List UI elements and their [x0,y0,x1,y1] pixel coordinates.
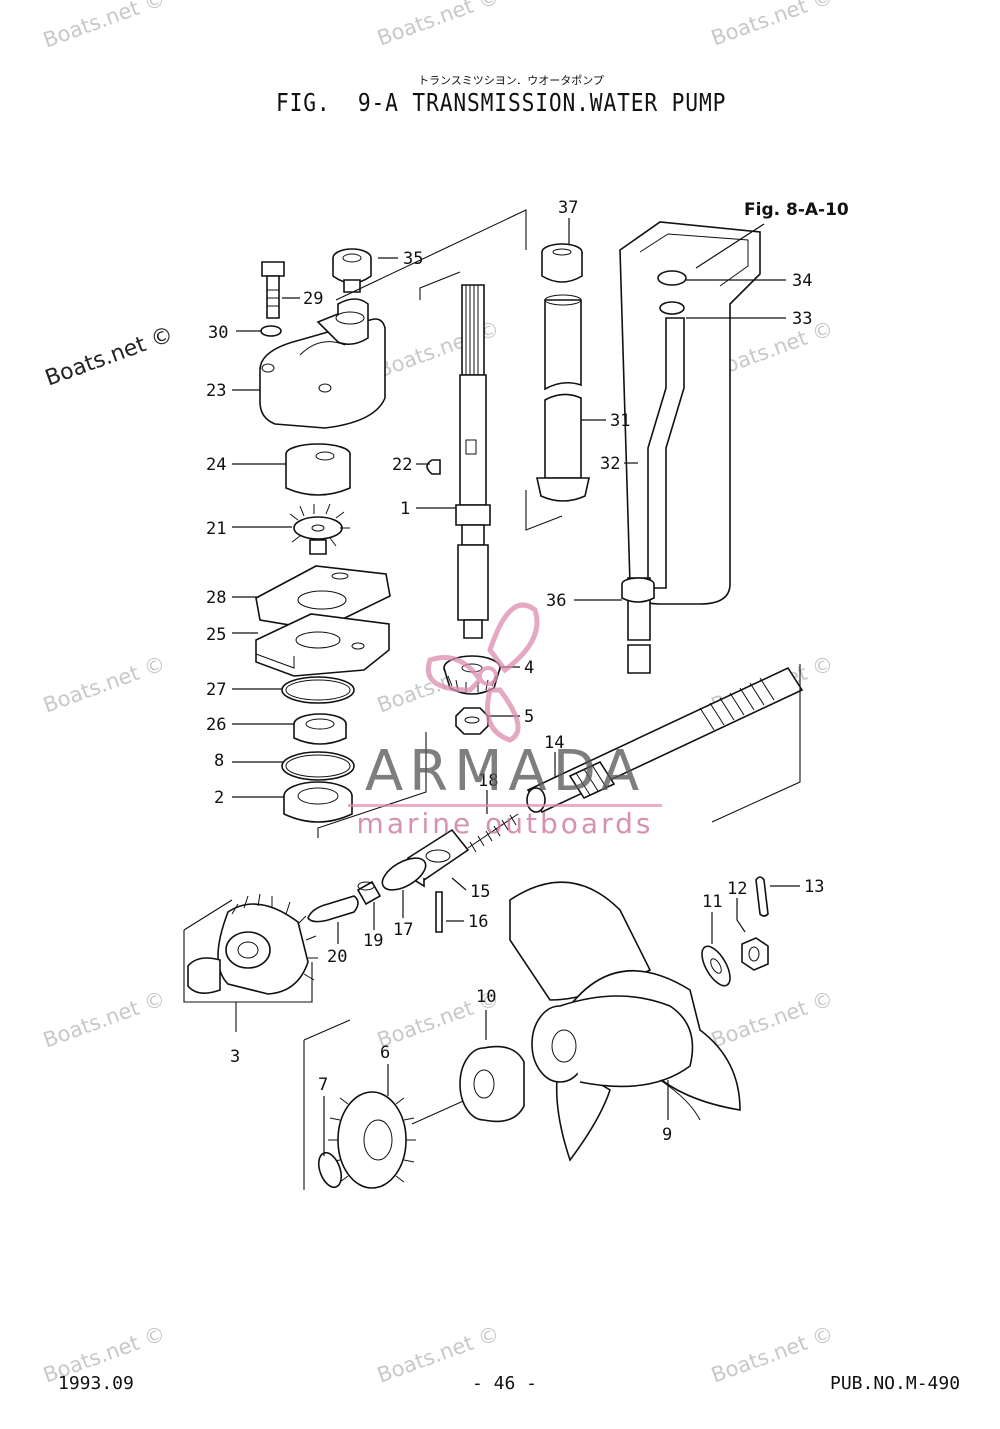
callout-19: 19 [363,931,383,951]
callout-17: 17 [393,920,413,940]
assembly-line [411,1097,471,1125]
callout-10: 10 [476,987,496,1007]
assembly-bracket [335,209,527,301]
callout-21: 21 [206,519,226,539]
callout-23: 23 [206,381,226,401]
callout-28: 28 [206,588,226,608]
assembly-bracket [303,1019,351,1190]
brand-name: ARMADA [364,739,646,804]
brand-divider [348,804,662,807]
part-housing [619,221,761,605]
part-washer [260,325,282,337]
part-pin [435,891,443,933]
callout-33: 33 [792,309,812,329]
part-cam [356,880,382,906]
callout-4: 4 [524,658,534,678]
part-drive-shaft [455,284,491,639]
part-thrust-holder [459,1045,525,1123]
publication-number: PUB.NO.M-490 [830,1373,961,1394]
callout-14: 14 [544,733,564,753]
callout-6: 6 [380,1043,390,1063]
callout-5: 5 [524,707,534,727]
callout-36: 36 [546,591,566,611]
part-plunger [307,895,359,923]
part-seal [657,270,687,286]
callout-7: 7 [318,1075,328,1095]
part-pump-case [259,298,386,429]
callout-35: 35 [403,249,423,269]
callout-2: 2 [214,788,224,808]
part-water-tube [536,294,590,502]
part-prop-nut [741,937,769,971]
part-washer-2 [701,945,731,987]
part-bolt [261,261,285,319]
part-bearing [283,781,353,823]
part-grommet [332,248,372,293]
callout-29: 29 [303,289,323,309]
callout-3: 3 [230,1047,240,1067]
part-cotter-pin [755,876,769,917]
assembly-bracket [317,732,427,838]
callout-11: 11 [702,892,722,912]
callout-9: 9 [662,1125,672,1145]
page-title: FIG. 9-A TRANSMISSION.WATER PUMP [276,88,727,117]
callout-16: 16 [468,912,488,932]
part-impeller [289,503,350,555]
assembly-bracket [183,899,313,1032]
title-japanese: トランスミツシヨン．ウオータポンプ [418,74,604,87]
part-forward-gear [187,893,318,995]
part-o-ring [281,676,355,704]
assembly-bracket [711,664,801,823]
callout-32: 32 [600,454,620,474]
callout-25: 25 [206,625,226,645]
part-grommet-pipe [621,577,655,603]
figure-reference: Fig. 8-A-10 [744,200,849,220]
callout-24: 24 [206,455,226,475]
leader-lines [232,218,800,1156]
part-insert [285,443,351,496]
callout-30: 30 [208,323,228,343]
page-number: - 46 - [472,1373,538,1394]
callout-20: 20 [327,947,347,967]
footer-date: 1993.09 [58,1373,134,1394]
part-grommet-top [541,243,583,283]
callout-26: 26 [206,715,226,735]
part-o-ring-2 [281,751,355,781]
callout-27: 27 [206,680,226,700]
callout-22: 22 [392,455,412,475]
assembly-bracket [419,271,461,300]
part-spring [467,813,519,853]
part-nut [455,707,489,735]
part-key [426,459,441,475]
assembly-bracket [525,490,563,531]
brand-logo-icon [426,602,540,743]
part-seal-2 [659,301,685,315]
callout-12: 12 [727,879,747,899]
brand-watermark: ARMADA marine outboards [340,742,670,839]
callout-37: 37 [558,198,578,218]
callout-1: 1 [400,499,410,519]
part-spring-ring [381,857,427,891]
part-gasket [255,565,391,631]
callout-34: 34 [792,271,812,291]
callout-13: 13 [804,877,824,897]
part-propeller [509,881,741,1162]
callout-8: 8 [214,751,224,771]
callout-18: 18 [478,771,498,791]
brand-tagline: marine outboards [356,807,654,840]
part-reverse-gear [328,1091,416,1189]
callout-15: 15 [470,882,490,902]
part-oil-seal [293,713,347,745]
part-plate [255,613,390,677]
callout-31: 31 [610,411,630,431]
